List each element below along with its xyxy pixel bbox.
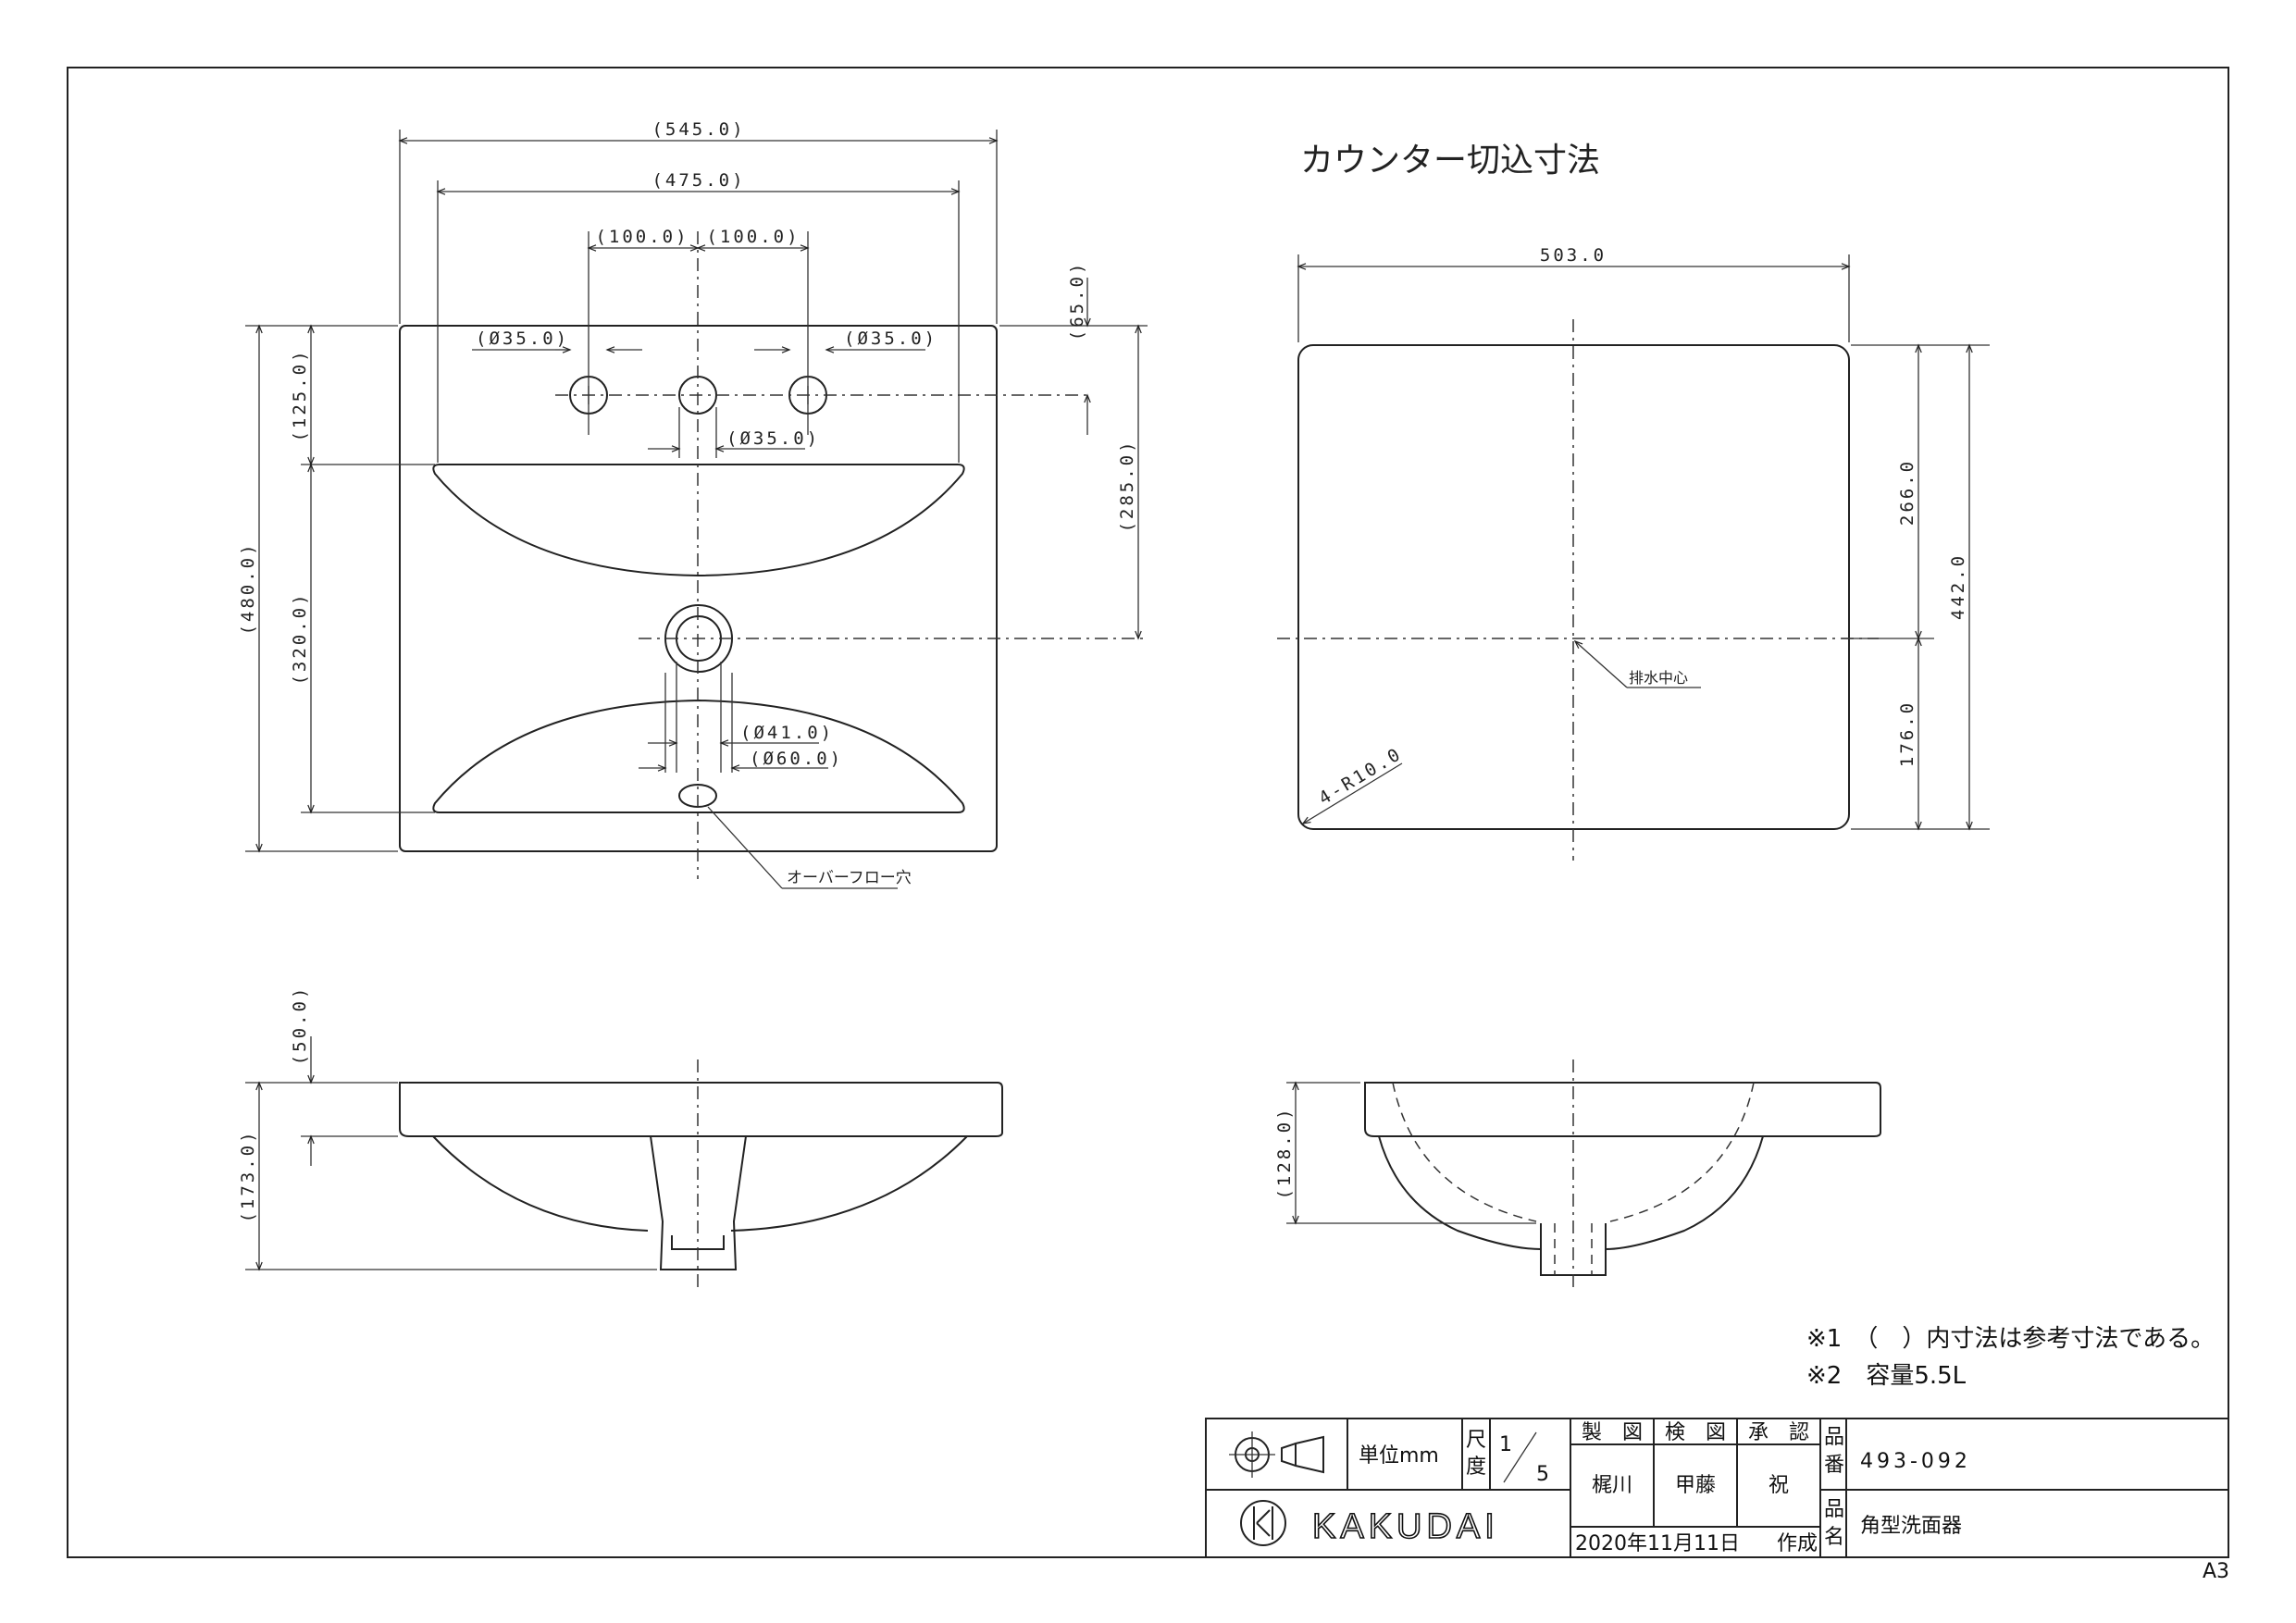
dim-drain-inner: (Ø41.0) <box>740 723 834 743</box>
dim-drain-from-back: (285.0) <box>1117 439 1137 532</box>
dim-cutout-depth: 442.0 <box>1948 553 1968 620</box>
label-overflow: オーバーフロー穴 <box>787 869 912 887</box>
part-no-label-2: 番 <box>1824 1454 1844 1477</box>
dim-side-height: (173.0) <box>238 1129 258 1222</box>
sheet-size: A3 <box>2203 1560 2229 1583</box>
cutout-view: カウンター切込寸法 503.0 266.0 176.0 442.0 4-R10.… <box>1277 142 1990 861</box>
dim-right-spacing: (100.0) <box>706 227 800 247</box>
approved-label: 承 認 <box>1748 1421 1809 1444</box>
date: 2020年11月11日 <box>1575 1532 1740 1555</box>
kakudai-logo: KAKUDAI <box>1240 1500 1499 1547</box>
dim-left-hole: (Ø35.0) <box>476 328 569 349</box>
third-angle-projection-icon <box>1229 1431 1324 1478</box>
scale-num: 1 <box>1499 1433 1512 1456</box>
dim-right-hole: (Ø35.0) <box>844 328 937 349</box>
dim-depth-total: (480.0) <box>238 541 258 635</box>
dim-cutout-width: 503.0 <box>1540 245 1607 266</box>
dim-hole-offset: (65.0) <box>1067 261 1087 341</box>
dim-rim-back: (125.0) <box>290 348 310 441</box>
part-name-label-1: 品 <box>1824 1498 1844 1521</box>
plan-view: (545.0) (475.0) (100.0) (100.0) (Ø35.0) … <box>238 119 1148 889</box>
drawn-label: 製 図 <box>1582 1421 1643 1444</box>
title-block: 単位mm 尺 度 1 5 製 図 検 図 承 認 梶川 甲藤 祝 品 番 493… <box>1205 1418 2229 1558</box>
dim-side-rim: (50.0) <box>290 985 310 1066</box>
created: 作成 <box>1777 1532 1818 1555</box>
dim-left-spacing: (100.0) <box>595 227 689 247</box>
bowl-outline <box>432 464 965 577</box>
dim-cutout-front: 266.0 <box>1897 459 1917 526</box>
dim-cutout-radius: 4-R10.0 <box>1315 743 1406 809</box>
label-drain-center: 排水中心 <box>1629 669 1688 687</box>
part-name-label-2: 名 <box>1824 1526 1844 1549</box>
unit-label: 単位mm <box>1359 1444 1439 1468</box>
approved-by: 祝 <box>1769 1474 1789 1497</box>
logo-text: KAKUDAI <box>1312 1507 1499 1546</box>
side-view-front: (50.0) (173.0) <box>238 985 1003 1291</box>
dim-cutout-back: 176.0 <box>1897 700 1917 767</box>
dim-drain-outer: (Ø60.0) <box>750 749 843 769</box>
dim-total-width: (545.0) <box>652 119 745 140</box>
part-no: 493-092 <box>1860 1450 1971 1473</box>
note-2: ※2 容量5.5L <box>1806 1362 1967 1390</box>
part-name: 角型洗面器 <box>1860 1515 1962 1538</box>
scale-label-1: 尺 <box>1466 1429 1486 1452</box>
bowl-lower <box>432 699 965 813</box>
drawn-by: 梶川 <box>1592 1474 1632 1497</box>
dim-center-hole: (Ø35.0) <box>726 428 820 449</box>
scale-den: 5 <box>1536 1463 1549 1486</box>
dim-bowl-depth: (320.0) <box>290 591 310 685</box>
checked-label: 検 図 <box>1665 1421 1726 1444</box>
checked-by: 甲藤 <box>1675 1474 1716 1497</box>
dim-bowl-width: (475.0) <box>652 170 745 191</box>
part-no-label-1: 品 <box>1824 1426 1844 1449</box>
side-view-cut: (128.0) <box>1274 1059 1881 1291</box>
dim-cut-height: (128.0) <box>1274 1106 1295 1199</box>
note-1: ※1 （ ）内寸法は参考寸法である。 <box>1806 1325 2215 1353</box>
sheet-border <box>67 67 2229 1558</box>
cutout-title: カウンター切込寸法 <box>1300 142 1600 180</box>
scale-label-2: 度 <box>1466 1456 1486 1479</box>
